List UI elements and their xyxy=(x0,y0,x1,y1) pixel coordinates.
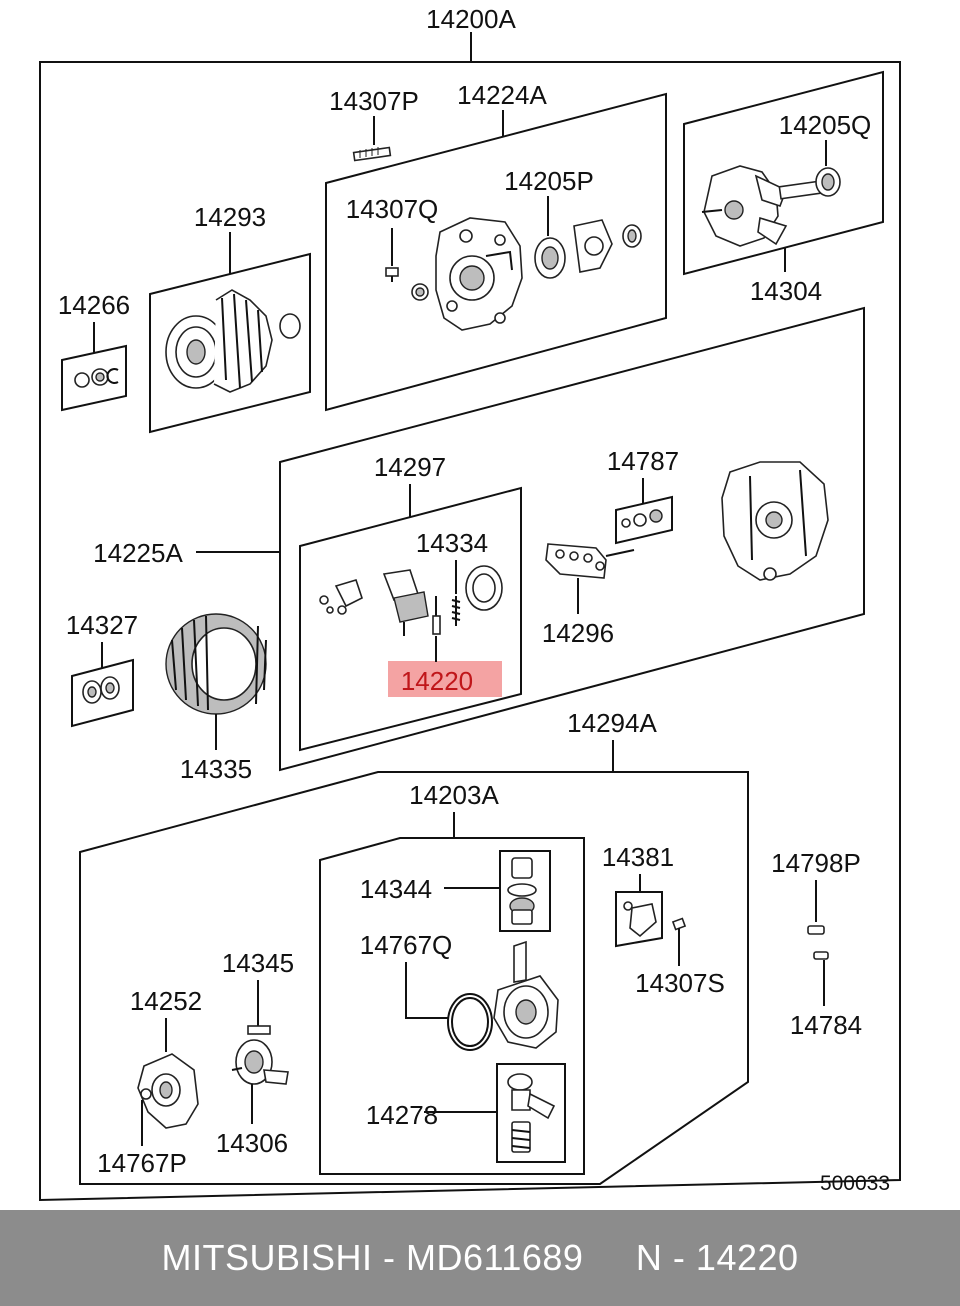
bolt-14798P-drawing xyxy=(807,880,825,935)
label-14381: 14381 xyxy=(602,842,674,872)
label-14200A: 14200A xyxy=(426,4,516,34)
part-number-caption: MITSUBISHI - MD611689 N - 14220 xyxy=(161,1237,799,1278)
panel-14381 xyxy=(615,891,663,948)
label-14220: 14220 xyxy=(401,666,473,696)
label-14203A: 14203A xyxy=(409,780,499,810)
rear-housing-14225A-drawing xyxy=(721,461,829,581)
bolt-14784-drawing xyxy=(813,951,829,1006)
panel-14294A xyxy=(79,771,749,1185)
label-14335: 14335 xyxy=(180,754,252,784)
label-14278: 14278 xyxy=(366,1100,438,1130)
assembly-frame xyxy=(39,61,901,1202)
panel-14225A xyxy=(279,306,865,772)
screw-14307S-drawing xyxy=(671,917,687,966)
panel-14224A xyxy=(325,92,667,412)
panel-14344 xyxy=(499,850,551,932)
brush-holder-14297-drawing xyxy=(319,560,503,662)
label-14787: 14787 xyxy=(607,446,679,476)
diagram-code: 500033 xyxy=(820,1172,890,1195)
label-14767P: 14767P xyxy=(97,1148,187,1178)
rotor-14304-drawing xyxy=(701,140,841,247)
bolt-14307P-drawing xyxy=(352,116,392,162)
panel-14266 xyxy=(61,344,127,412)
pulley-fan-14293-drawing xyxy=(165,289,301,393)
label-14767Q: 14767Q xyxy=(360,930,453,960)
front-housing-14224A-drawing xyxy=(435,217,523,331)
label-14205Q: 14205Q xyxy=(779,110,872,140)
label-14252: 14252 xyxy=(130,986,202,1016)
rectifier-14296-drawing xyxy=(545,543,635,614)
valve-14344-drawing xyxy=(444,857,537,925)
label-14224A: 14224A xyxy=(457,80,547,110)
panel-14327 xyxy=(71,658,134,728)
panel-14203A xyxy=(319,837,585,1175)
label-14345: 14345 xyxy=(222,948,294,978)
label-14344: 14344 xyxy=(360,874,432,904)
kit-14787-drawing xyxy=(621,509,663,528)
highlight-box-14220 xyxy=(388,661,502,697)
washers-14266-drawing xyxy=(74,368,119,388)
stator-14335-drawing xyxy=(165,613,267,750)
bracket-14381-drawing xyxy=(623,901,657,938)
label-14307Q: 14307Q xyxy=(346,194,439,224)
label-14293: 14293 xyxy=(194,202,266,232)
label-14307S: 14307S xyxy=(635,968,725,998)
label-14784: 14784 xyxy=(790,1010,862,1040)
label-14304: 14304 xyxy=(750,276,822,306)
label-14266: 14266 xyxy=(58,290,130,320)
label-14205P: 14205P xyxy=(504,166,594,196)
panel-14304 xyxy=(683,70,884,276)
parts-diagram: 14200A 14307P 14224A 14205Q 14205P 14307… xyxy=(39,4,901,1202)
cover-14252-drawing xyxy=(137,1018,199,1146)
bearing-14205P-drawing xyxy=(534,196,642,279)
label-14297: 14297 xyxy=(374,452,446,482)
label-14225A: 14225A xyxy=(93,538,183,568)
vacuum-pump-14767Q-drawing xyxy=(405,940,559,1051)
screw-14307Q-drawing xyxy=(385,228,399,282)
panel-14297 xyxy=(299,486,522,752)
label-14307P: 14307P xyxy=(329,86,419,116)
panel-14293 xyxy=(149,252,311,434)
washers-14327-drawing xyxy=(82,676,120,704)
label-14294A: 14294A xyxy=(567,708,657,738)
footer-bar: MITSUBISHI - MD611689 N - 14220 xyxy=(0,1210,960,1306)
label-14306: 14306 xyxy=(216,1128,288,1158)
label-14327: 14327 xyxy=(66,610,138,640)
fitting-14278-drawing xyxy=(424,1073,556,1153)
panel-14787 xyxy=(615,495,673,545)
label-14296: 14296 xyxy=(542,618,614,648)
label-14798P: 14798P xyxy=(771,848,861,878)
actuator-14345-drawing xyxy=(231,980,289,1124)
label-14334: 14334 xyxy=(416,528,488,558)
